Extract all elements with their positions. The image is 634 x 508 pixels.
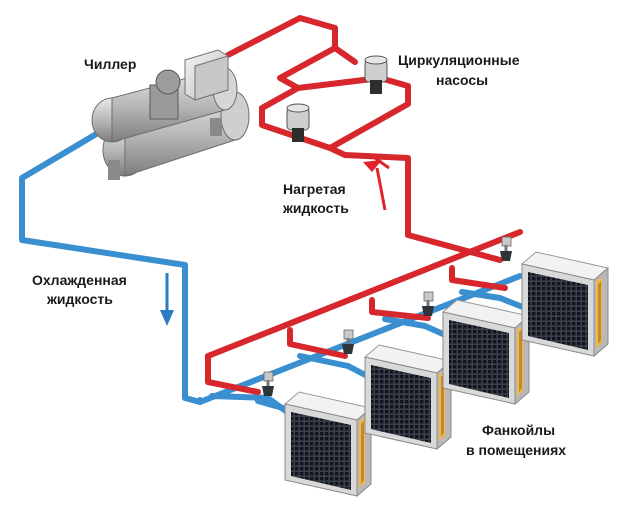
fancoils-label-line2: в помещениях bbox=[466, 442, 567, 458]
cold-liquid-label-line1: Охлажденная bbox=[32, 272, 127, 288]
pumps-label-line1: Циркуляционные bbox=[398, 52, 520, 68]
fan-coil-icon bbox=[521, 251, 609, 357]
hot-liquid-label-line1: Нагретая bbox=[283, 181, 346, 197]
cold-liquid-label-line2: жидкость bbox=[47, 291, 113, 307]
fan-coil-icon bbox=[442, 299, 530, 405]
return-header-pipe bbox=[197, 273, 523, 405]
return-main-pipe bbox=[19, 117, 203, 405]
fancoils-label-line1: Фанкойлы bbox=[482, 422, 556, 438]
valve-icon bbox=[421, 291, 435, 317]
flow-arrow-icon bbox=[160, 273, 174, 326]
pump-loop bbox=[259, 75, 411, 151]
circulation-pump-icon bbox=[286, 103, 310, 142]
return-pipe-network bbox=[19, 117, 528, 423]
hot-liquid-label-line2: жидкость bbox=[283, 200, 349, 216]
valve-icon bbox=[261, 371, 275, 397]
fan-coil-icon bbox=[364, 344, 452, 450]
chiller-icon bbox=[91, 49, 250, 180]
valve-icon bbox=[499, 236, 513, 262]
chiller-label: Чиллер bbox=[84, 56, 137, 72]
supply-from-chiller bbox=[225, 15, 338, 91]
circulation-pump-icon bbox=[364, 55, 388, 94]
fan-coil-icon bbox=[284, 391, 372, 497]
flow-arrow-icon bbox=[363, 156, 390, 211]
pumps-label-line2: насосы bbox=[436, 72, 489, 88]
